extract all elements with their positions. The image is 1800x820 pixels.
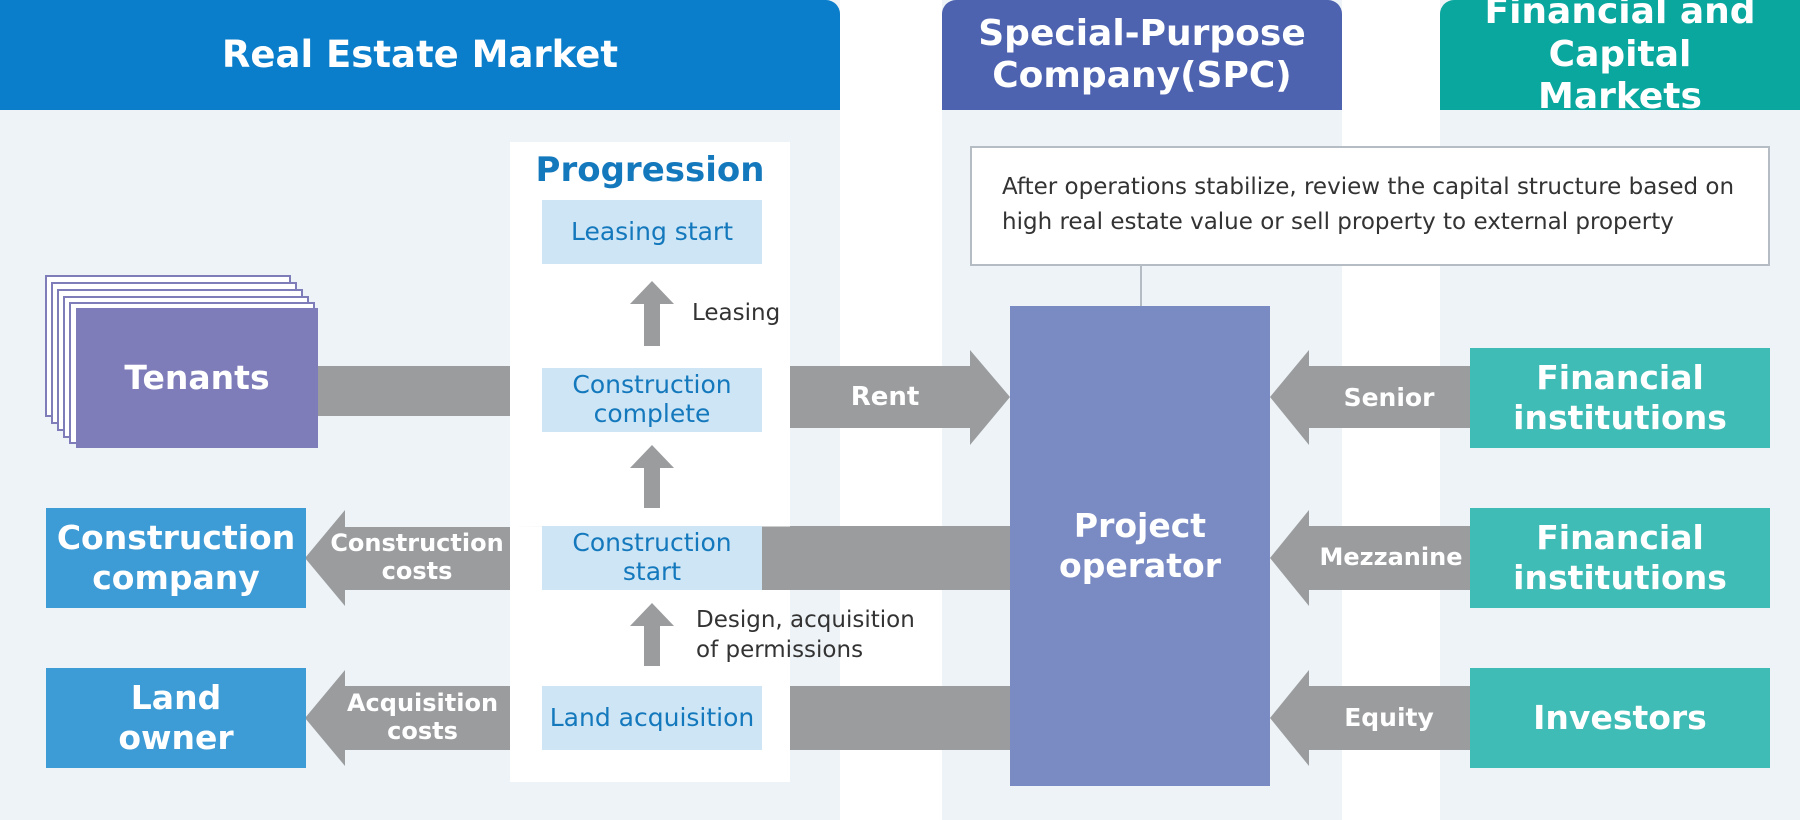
header-real-estate-market: Real Estate Market xyxy=(0,0,840,110)
header-financial-markets: Financial and Capital Markets xyxy=(1440,0,1800,117)
rent-arrow xyxy=(318,366,510,416)
rent-arrow-head xyxy=(790,350,1010,445)
up-arrow-leasing xyxy=(630,281,674,346)
construction-costs-label: Construction costs xyxy=(330,529,504,585)
land-owner-box: Land owner xyxy=(46,668,306,768)
progression-title: Progression xyxy=(535,150,765,190)
equity-label: Equity xyxy=(1344,702,1434,732)
senior-arrow xyxy=(1270,350,1470,445)
acquisition-costs-label: Acquisition costs xyxy=(346,689,499,745)
construction-company-box: Construction company xyxy=(46,508,306,608)
rent-label: Rent xyxy=(850,382,920,413)
up-arrow-construction xyxy=(630,445,674,508)
step-leasing-start: Leasing start xyxy=(542,200,762,264)
equity-arrow xyxy=(1270,670,1470,766)
header-spc: Special-Purpose Company(SPC) xyxy=(942,0,1342,110)
transition-design: Design, acquisition of permissions xyxy=(696,607,915,663)
financial-institutions-mezzanine-box: Financial institutions xyxy=(1470,508,1770,608)
acquisition-costs-arrow xyxy=(305,670,510,766)
financial-institutions-senior-box: Financial institutions xyxy=(1470,348,1770,448)
construction-costs-arrow xyxy=(305,510,1010,606)
spc-note: After operations stabilize, review the c… xyxy=(970,146,1770,266)
investors-box: Investors xyxy=(1470,668,1770,768)
step-construction-start: Construction start xyxy=(542,526,762,590)
mezzanine-arrow xyxy=(1270,510,1470,606)
senior-label: Senior xyxy=(1343,382,1435,412)
tenants-box: Tenants xyxy=(76,308,318,448)
project-operator-box: Project operator xyxy=(1010,306,1270,786)
transition-leasing: Leasing xyxy=(692,300,781,326)
up-arrow-design xyxy=(630,603,674,666)
step-construction-complete: Construction complete xyxy=(542,368,762,432)
step-land-acquisition: Land acquisition xyxy=(542,686,762,750)
mezzanine-label: Mezzanine xyxy=(1319,543,1463,572)
